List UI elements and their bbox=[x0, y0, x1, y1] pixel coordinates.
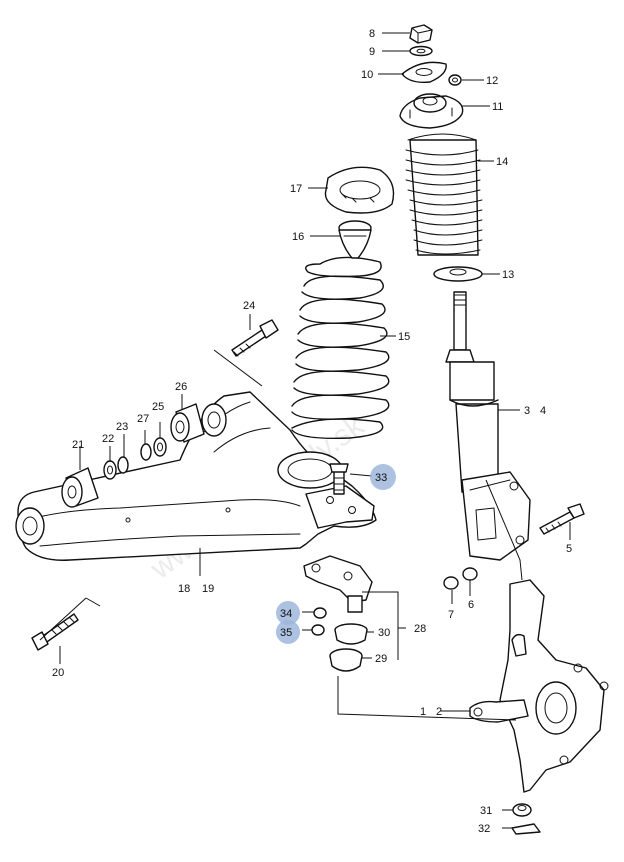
washer-27 bbox=[153, 437, 167, 457]
strut-mount-11 bbox=[399, 93, 464, 129]
callout-11: 11 bbox=[492, 101, 503, 113]
highlight-34 bbox=[276, 601, 300, 625]
ball-joint bbox=[303, 555, 373, 613]
nut-12 bbox=[448, 74, 462, 86]
nut-34 bbox=[313, 607, 327, 619]
callout-5: 5 bbox=[566, 543, 572, 555]
nut-23b bbox=[117, 456, 129, 474]
bolt-24 bbox=[231, 319, 279, 357]
callout-12: 12 bbox=[486, 75, 498, 87]
callout-32: 32 bbox=[478, 823, 490, 835]
bushing-26 bbox=[170, 403, 205, 443]
callout-33: 33 bbox=[375, 472, 387, 484]
callout-20: 20 bbox=[52, 667, 64, 679]
washer-9 bbox=[409, 45, 433, 57]
spring-seat-17 bbox=[324, 166, 395, 214]
callout-18: 18 bbox=[178, 583, 190, 595]
upper-nut bbox=[409, 24, 433, 44]
highlight-33 bbox=[370, 464, 396, 490]
callout-4: 4 bbox=[540, 405, 546, 417]
callout-23: 23 bbox=[116, 421, 128, 433]
bolt-20 bbox=[31, 613, 79, 651]
nut-31 bbox=[512, 803, 532, 817]
bolt-33 bbox=[329, 463, 349, 495]
highlight-35 bbox=[276, 620, 300, 644]
callout-26: 26 bbox=[175, 381, 187, 393]
bump-stop-13 bbox=[433, 266, 483, 282]
callout-13: 13 bbox=[502, 269, 514, 281]
shock-absorber bbox=[445, 291, 531, 561]
callout-16: 16 bbox=[292, 231, 304, 243]
callout-9: 9 bbox=[369, 46, 375, 58]
callout-27: 27 bbox=[137, 413, 149, 425]
washer-22 bbox=[103, 460, 117, 480]
bushing-21 bbox=[61, 467, 99, 508]
callout-31: 31 bbox=[480, 805, 492, 817]
callout-2: 2 bbox=[436, 706, 442, 718]
callout-1: 1 bbox=[420, 706, 426, 718]
coil-spring bbox=[291, 256, 390, 440]
callout-24: 24 bbox=[243, 300, 255, 312]
leader-lines bbox=[39, 32, 571, 829]
washer-plate-10 bbox=[401, 61, 447, 84]
bolt-5 bbox=[539, 503, 585, 535]
ring-29 bbox=[329, 648, 363, 672]
callout-21: 21 bbox=[72, 439, 84, 451]
callout-14: 14 bbox=[496, 156, 508, 168]
cotter-pin-32 bbox=[511, 823, 541, 835]
callout-17: 17 bbox=[290, 183, 302, 195]
dust-boot-14 bbox=[405, 133, 483, 256]
callout-19: 19 bbox=[202, 583, 214, 595]
bump-rubber-16 bbox=[338, 220, 372, 259]
nut-6 bbox=[462, 567, 478, 581]
callout-10: 10 bbox=[361, 69, 373, 81]
callout-34: 34 bbox=[280, 608, 292, 620]
nut-7 bbox=[443, 576, 459, 590]
callout-8: 8 bbox=[369, 28, 375, 40]
callout-labels: 8 9 10 12 11 14 17 16 13 24 15 26 3 4 27… bbox=[52, 28, 572, 835]
lower-control-arm bbox=[15, 391, 377, 561]
callout-6: 6 bbox=[468, 599, 474, 611]
callout-35: 35 bbox=[280, 627, 292, 639]
callout-29: 29 bbox=[375, 653, 387, 665]
callout-30: 30 bbox=[378, 627, 390, 639]
callout-22: 22 bbox=[102, 433, 114, 445]
callout-7: 7 bbox=[448, 609, 454, 621]
callout-25: 25 bbox=[152, 401, 164, 413]
steering-knuckle bbox=[469, 579, 609, 793]
callout-3: 3 bbox=[524, 405, 530, 417]
nut-23 bbox=[140, 443, 152, 461]
callout-15: 15 bbox=[398, 331, 410, 343]
boot-30 bbox=[334, 623, 368, 645]
washer-35 bbox=[311, 624, 325, 636]
callout-28: 28 bbox=[414, 623, 426, 635]
